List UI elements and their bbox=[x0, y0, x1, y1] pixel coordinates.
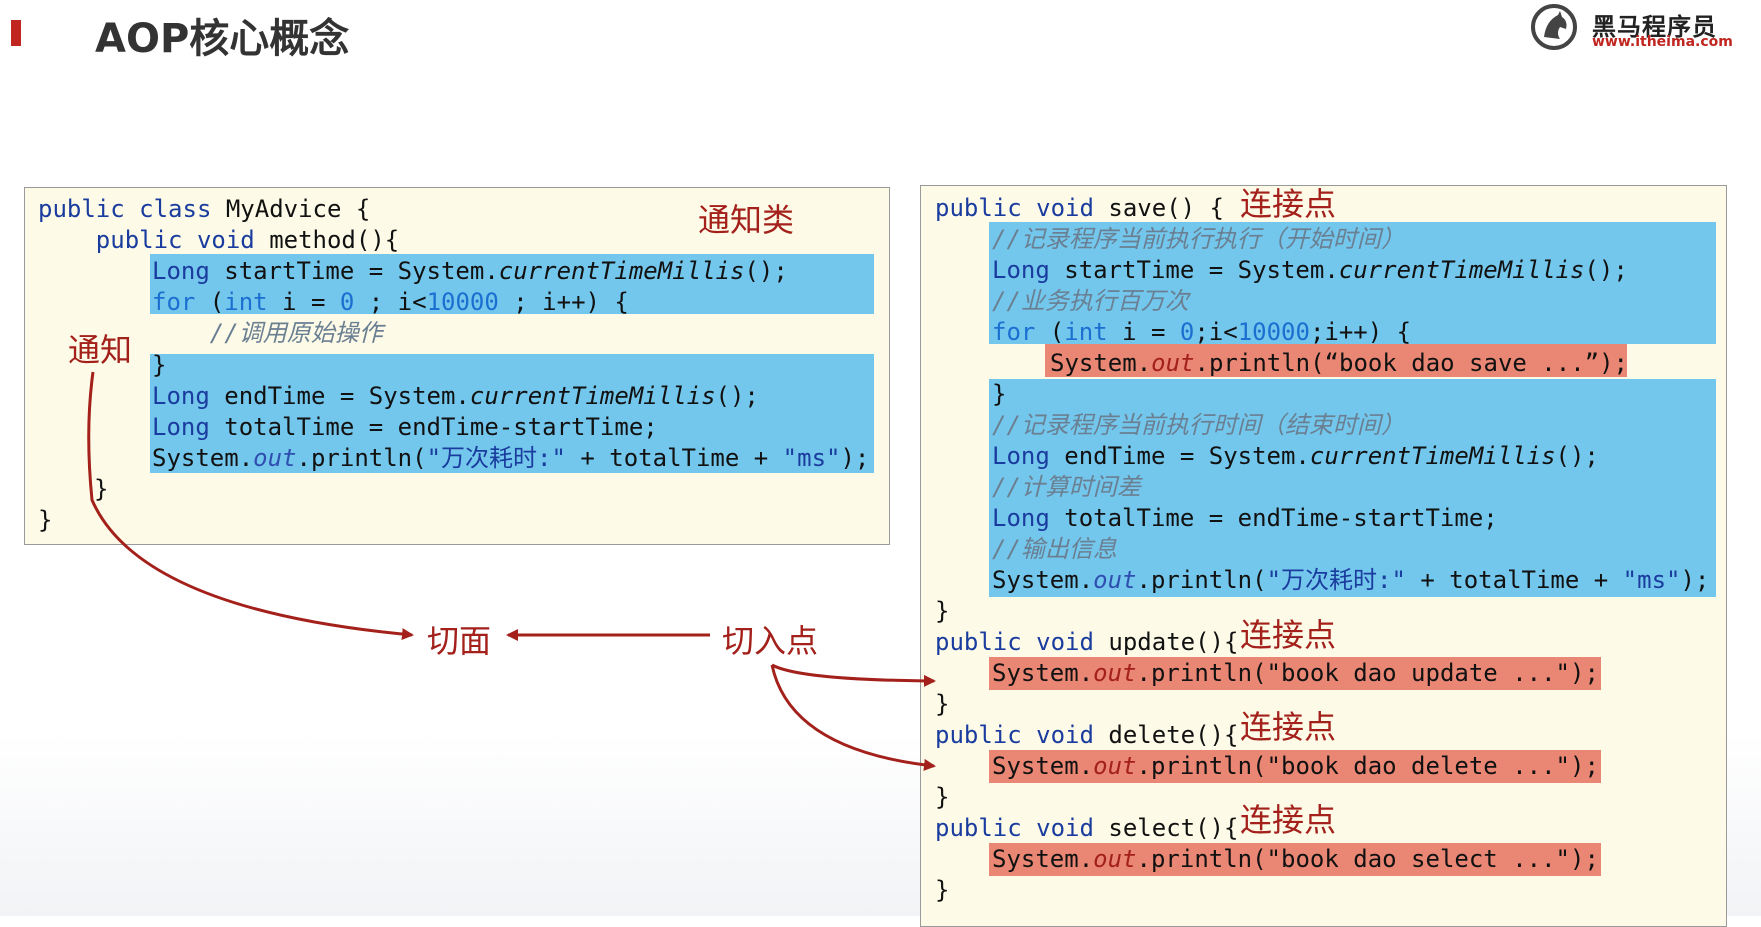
joinpoint-label-select: 连接点 bbox=[1240, 801, 1337, 839]
target-methods-code: public void save() { //记录程序当前执行执行（开始时间） … bbox=[935, 194, 1710, 904]
save-core-highlight bbox=[1045, 344, 1627, 377]
brand-logo: 黑马程序员 www.itheima.com bbox=[1530, 3, 1733, 53]
advice-highlight-top bbox=[150, 254, 874, 314]
logo-url: www.itheima.com bbox=[1592, 34, 1733, 50]
aspect-label: 切面 bbox=[427, 622, 492, 660]
title-accent-bar bbox=[11, 20, 21, 46]
save-highlight-bottom bbox=[989, 379, 1716, 597]
advice-label: 通知 bbox=[68, 331, 133, 369]
advice-class-label: 通知类 bbox=[698, 201, 795, 239]
save-highlight-top bbox=[989, 222, 1716, 344]
pointcut-label: 切入点 bbox=[722, 622, 819, 660]
page-title: AOP核心概念 bbox=[95, 16, 350, 62]
joinpoint-label-update: 连接点 bbox=[1240, 616, 1337, 654]
logo-name: 黑马程序员 bbox=[1592, 13, 1717, 41]
delete-highlight bbox=[989, 750, 1601, 783]
horse-head-icon bbox=[1531, 4, 1577, 50]
joinpoint-label-save: 连接点 bbox=[1240, 185, 1337, 223]
code-token: MyAdvice { bbox=[225, 195, 371, 223]
advice-class-code: public class MyAdvice { public void meth… bbox=[38, 195, 870, 534]
update-highlight bbox=[989, 657, 1601, 690]
joinpoint-label-delete: 连接点 bbox=[1240, 708, 1337, 746]
select-highlight bbox=[989, 843, 1601, 876]
